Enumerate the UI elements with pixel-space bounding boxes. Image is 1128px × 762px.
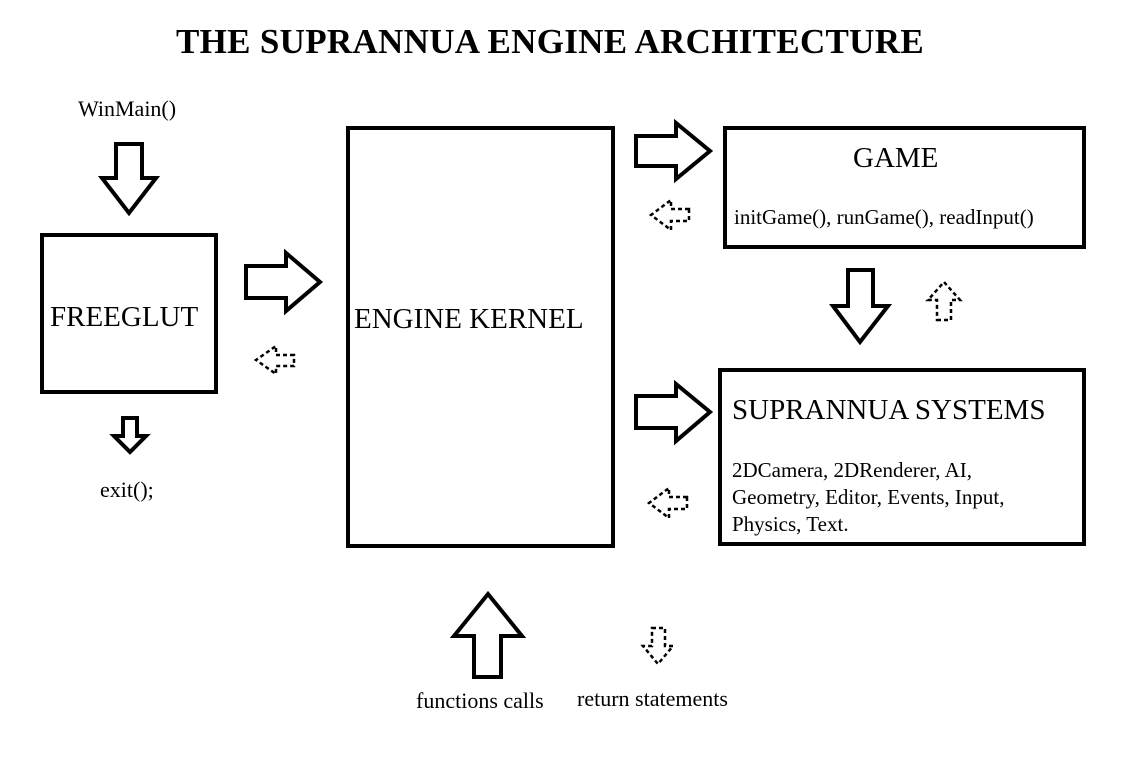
call-arrow-winmain-to-freeglut bbox=[97, 142, 161, 217]
return-arrow-systems-to-kernel bbox=[646, 485, 689, 521]
game-label: GAME bbox=[853, 142, 939, 174]
diagram-title: THE SUPRANNUA ENGINE ARCHITECTURE bbox=[176, 22, 924, 61]
return-arrow-kernel-to-freeglut bbox=[253, 343, 296, 377]
systems-line-2: Geometry, Editor, Events, Input, bbox=[732, 485, 1005, 509]
systems-line-1: 2DCamera, 2DRenderer, AI, bbox=[732, 458, 972, 482]
legend-call-arrow bbox=[449, 590, 527, 679]
call-arrow-game-to-systems bbox=[829, 268, 893, 346]
freeglut-box: FREEGLUT bbox=[40, 233, 218, 394]
legend-returns-label: return statements bbox=[577, 686, 728, 711]
engine-kernel-label: ENGINE KERNEL bbox=[354, 303, 584, 335]
systems-label: SUPRANNUA SYSTEMS bbox=[732, 394, 1046, 426]
freeglut-label: FREEGLUT bbox=[50, 301, 199, 333]
systems-line-3: Physics, Text. bbox=[732, 512, 849, 536]
engine-kernel-box: ENGINE KERNEL bbox=[346, 126, 615, 548]
game-functions: initGame(), runGame(), readInput() bbox=[734, 205, 1034, 229]
legend-calls-label: functions calls bbox=[416, 688, 544, 713]
game-box: GAME initGame(), runGame(), readInput() bbox=[723, 126, 1086, 249]
exit-label: exit(); bbox=[100, 477, 154, 502]
return-arrow-systems-to-game bbox=[925, 280, 963, 322]
call-arrow-freeglut-to-exit bbox=[109, 416, 151, 455]
legend-return-arrow bbox=[640, 626, 676, 666]
call-arrow-freeglut-to-kernel bbox=[244, 248, 324, 316]
call-arrow-kernel-to-systems bbox=[634, 379, 714, 446]
call-arrow-kernel-to-game bbox=[634, 118, 714, 184]
return-arrow-game-to-kernel bbox=[648, 197, 691, 233]
systems-box: SUPRANNUA SYSTEMS 2DCamera, 2DRenderer, … bbox=[718, 368, 1086, 546]
winmain-label: WinMain() bbox=[78, 96, 177, 121]
